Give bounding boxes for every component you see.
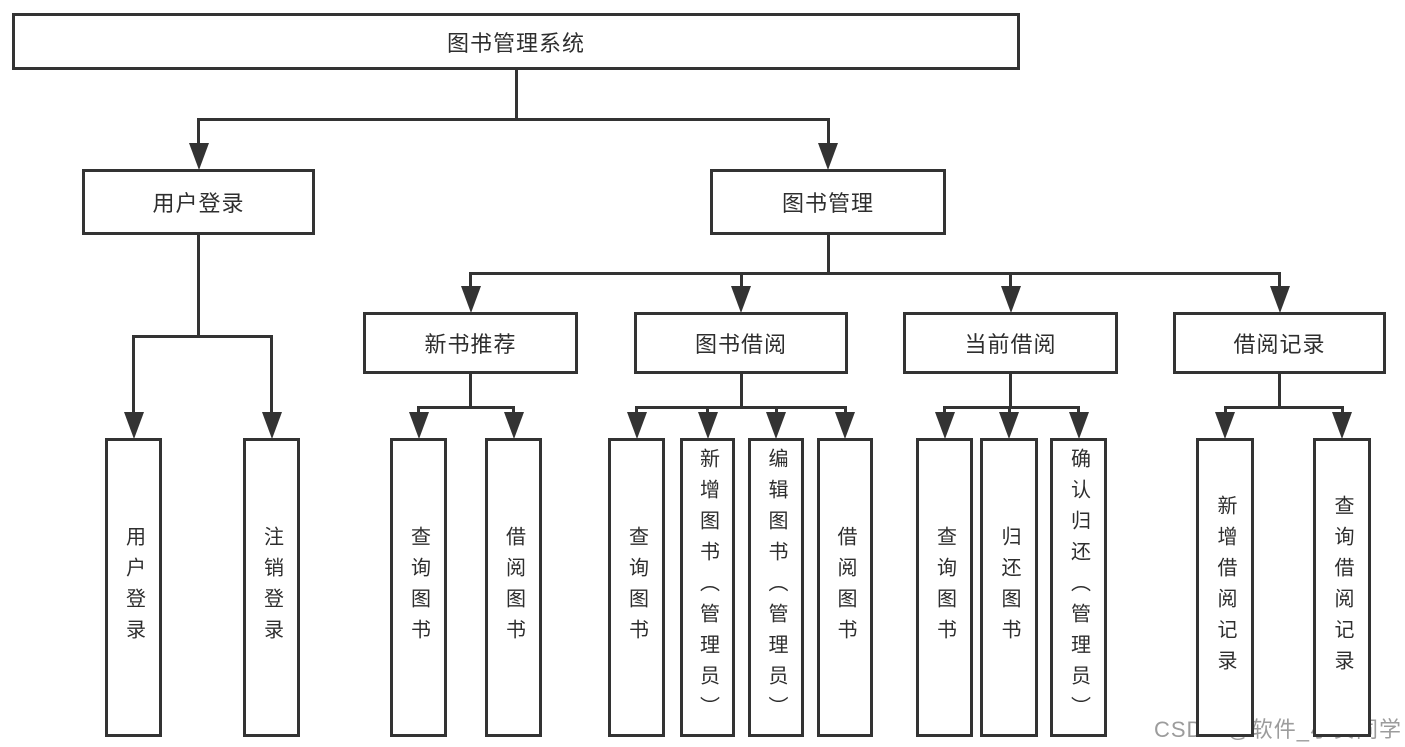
node-book-management: 图书管理	[710, 169, 946, 235]
connector-bar	[943, 405, 1080, 409]
node-book-borrowing: 图书借阅	[634, 312, 848, 374]
node-current-borrowing: 当前借阅	[903, 312, 1118, 374]
connector-bar	[469, 271, 1281, 275]
node-query-books-recommend: 查询图书	[390, 438, 447, 737]
node-label: 借阅记录	[1233, 332, 1326, 357]
connector-arrow-shaft	[843, 407, 847, 413]
connector-arrow-shaft	[1223, 407, 1227, 413]
connector-arrow-shaft	[943, 407, 946, 413]
node-borrow-books: 借阅图书	[817, 438, 873, 737]
arrow-down-icon	[999, 412, 1019, 439]
arrow-down-icon	[934, 412, 955, 439]
node-label: 用户登录	[152, 191, 245, 216]
connector-arrow-shaft	[1340, 407, 1344, 413]
arrow-down-icon	[835, 412, 855, 439]
arrow-down-icon	[1000, 286, 1021, 313]
node-label: 图书借阅	[694, 332, 787, 357]
connector-arrow-shaft	[635, 407, 638, 413]
connector-stem	[197, 234, 200, 338]
arrow-down-icon	[818, 143, 838, 170]
arrow-down-icon	[503, 412, 524, 439]
arrow-down-icon	[626, 412, 647, 439]
connector-arrow-shaft	[826, 119, 830, 144]
node-query-books-current: 查询图书	[916, 438, 973, 737]
connector-stem	[514, 69, 518, 121]
node-label: 查询图书	[933, 525, 956, 650]
connector-arrow-shaft	[270, 336, 273, 413]
connector-arrow-shaft	[1278, 273, 1281, 287]
connector-arrow-shaft	[1009, 273, 1012, 287]
node-label: 图书管理系统	[446, 30, 585, 56]
node-label: 查询图书	[407, 525, 430, 650]
connector-arrow-shaft	[774, 407, 778, 413]
node-borrowing-records: 借阅记录	[1173, 312, 1386, 374]
connector-bar	[635, 405, 847, 409]
node-return-books: 归还图书	[980, 438, 1038, 737]
node-system: 图书管理系统	[12, 13, 1020, 70]
node-label: 用户登录	[122, 525, 145, 650]
node-query-books-borrow: 查询图书	[608, 438, 665, 737]
arrow-down-icon	[766, 412, 786, 439]
connector-arrow-shaft	[739, 273, 743, 287]
connector-stem	[469, 373, 472, 409]
node-logout: 注销登录	[243, 438, 300, 737]
connector-bar	[1223, 405, 1344, 409]
node-label: 新增借阅记录	[1214, 494, 1236, 681]
connector-arrow-shaft	[1077, 407, 1080, 413]
arrow-down-icon	[123, 412, 144, 439]
arrow-down-icon	[460, 286, 481, 313]
node-label: 编辑图书（管理员）	[765, 448, 787, 727]
node-confirm-return-admin: 确认归还（管理员）	[1050, 438, 1107, 737]
node-query-borrow-record: 查询借阅记录	[1313, 438, 1371, 737]
connector-arrow-shaft	[706, 407, 709, 413]
node-label: 新书推荐	[424, 332, 517, 357]
connector-arrow-shaft	[1007, 407, 1011, 413]
connector-arrow-shaft	[197, 119, 200, 144]
node-label: 注销登录	[260, 525, 283, 650]
arrow-down-icon	[731, 286, 751, 313]
arrow-down-icon	[697, 412, 718, 439]
node-label: 归还图书	[998, 525, 1020, 650]
connector-stem	[1009, 373, 1012, 409]
arrow-down-icon	[408, 412, 429, 439]
node-user-login: 用户登录	[82, 169, 315, 235]
node-label: 图书管理	[781, 191, 874, 216]
node-add-borrow-record: 新增借阅记录	[1196, 438, 1254, 737]
node-borrow-books-recommend: 借阅图书	[485, 438, 542, 737]
arrow-down-icon	[261, 412, 282, 439]
connector-bar	[417, 405, 515, 409]
node-new-book-recommendation: 新书推荐	[363, 312, 578, 374]
connector-stem	[1278, 373, 1281, 409]
connector-bar	[132, 334, 273, 338]
connector-bar	[197, 117, 830, 121]
arrow-down-icon	[1215, 412, 1235, 439]
node-label: 新增图书（管理员）	[696, 448, 719, 727]
connector-arrow-shaft	[512, 407, 515, 413]
node-label: 查询借阅记录	[1331, 494, 1353, 681]
arrow-down-icon	[188, 143, 209, 170]
node-edit-books-admin: 编辑图书（管理员）	[748, 438, 804, 737]
connector-arrow-shaft	[417, 407, 420, 413]
node-label: 当前借阅	[964, 332, 1057, 357]
connector-arrow-shaft	[132, 336, 135, 413]
node-label: 借阅图书	[502, 525, 525, 650]
arrow-down-icon	[1068, 412, 1089, 439]
connector-stem	[739, 373, 743, 409]
connector-stem	[826, 234, 830, 275]
node-login-user: 用户登录	[105, 438, 162, 737]
connector-arrow-shaft	[469, 273, 472, 287]
node-label: 查询图书	[625, 525, 648, 650]
arrow-down-icon	[1269, 286, 1290, 313]
node-label: 确认归还（管理员）	[1067, 448, 1090, 727]
node-add-books-admin: 新增图书（管理员）	[680, 438, 735, 737]
arrow-down-icon	[1332, 412, 1352, 439]
node-label: 借阅图书	[834, 525, 856, 650]
